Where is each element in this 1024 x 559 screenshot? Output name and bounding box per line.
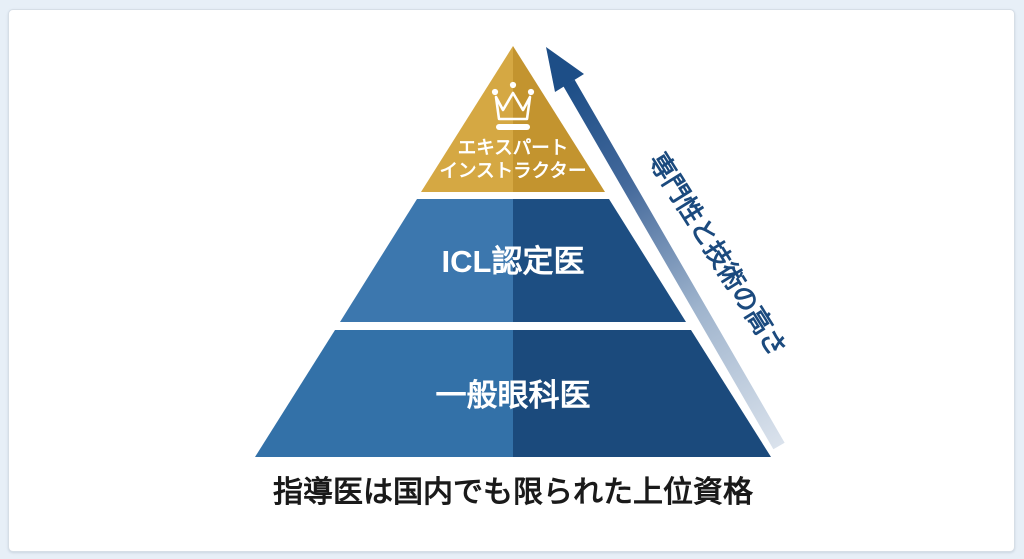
tier-icl-right-half — [513, 199, 686, 322]
tier-icl-left-half — [340, 199, 513, 322]
crown-icon — [491, 81, 535, 130]
growth-arrow-head — [546, 47, 584, 92]
caption: 指導医は国内でも限られた上位資格 — [273, 475, 754, 509]
tier-expert-right-half — [513, 46, 605, 192]
tier-expert-label-line1: エキスパート — [458, 137, 568, 158]
tier-expert-left-half — [421, 46, 513, 192]
growth-arrow-shaft — [563, 79, 785, 450]
tier-general-right-half — [513, 330, 771, 457]
tier-icl-label: ICL認定医 — [442, 244, 585, 279]
tier-general-label: 一般眼科医 — [436, 378, 591, 413]
tier-expert-label-line2: インストラクター — [440, 160, 587, 181]
tier-general-left-half — [255, 330, 513, 457]
growth-arrow — [546, 47, 785, 450]
